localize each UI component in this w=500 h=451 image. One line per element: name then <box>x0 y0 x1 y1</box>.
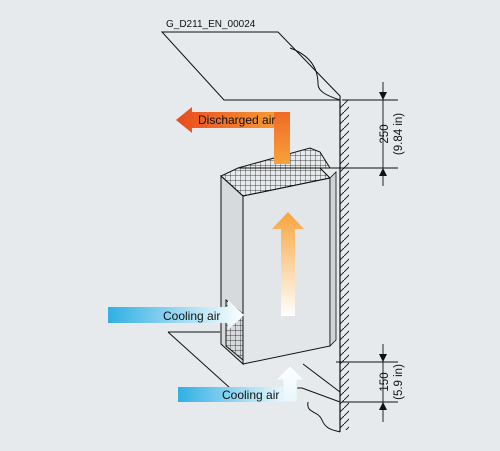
bottom-cooling-air-label: Cooling air <box>222 388 279 402</box>
device-cabinet <box>220 147 337 366</box>
top-dimension <box>322 82 398 186</box>
side-cooling-air-arrow <box>108 300 244 330</box>
bottom-dimension-value: 150 <box>379 372 391 391</box>
discharged-air-label: Discharged air <box>198 113 275 127</box>
top-plate <box>160 31 341 101</box>
top-dimension-unit: (9.84 in) <box>393 113 405 155</box>
bottom-cooling-air-arrow <box>178 365 305 403</box>
discharged-air-arrow <box>176 107 290 164</box>
wall <box>339 96 349 432</box>
side-cooling-air-label: Cooling air <box>163 309 220 323</box>
bottom-dimension <box>336 344 398 422</box>
internal-warm-air-arrow <box>272 212 304 316</box>
figure-id: G_D211_EN_00024 <box>166 19 256 30</box>
top-dimension-value: 250 <box>379 124 391 143</box>
bottom-dimension-unit: (5.9 in) <box>393 364 405 400</box>
